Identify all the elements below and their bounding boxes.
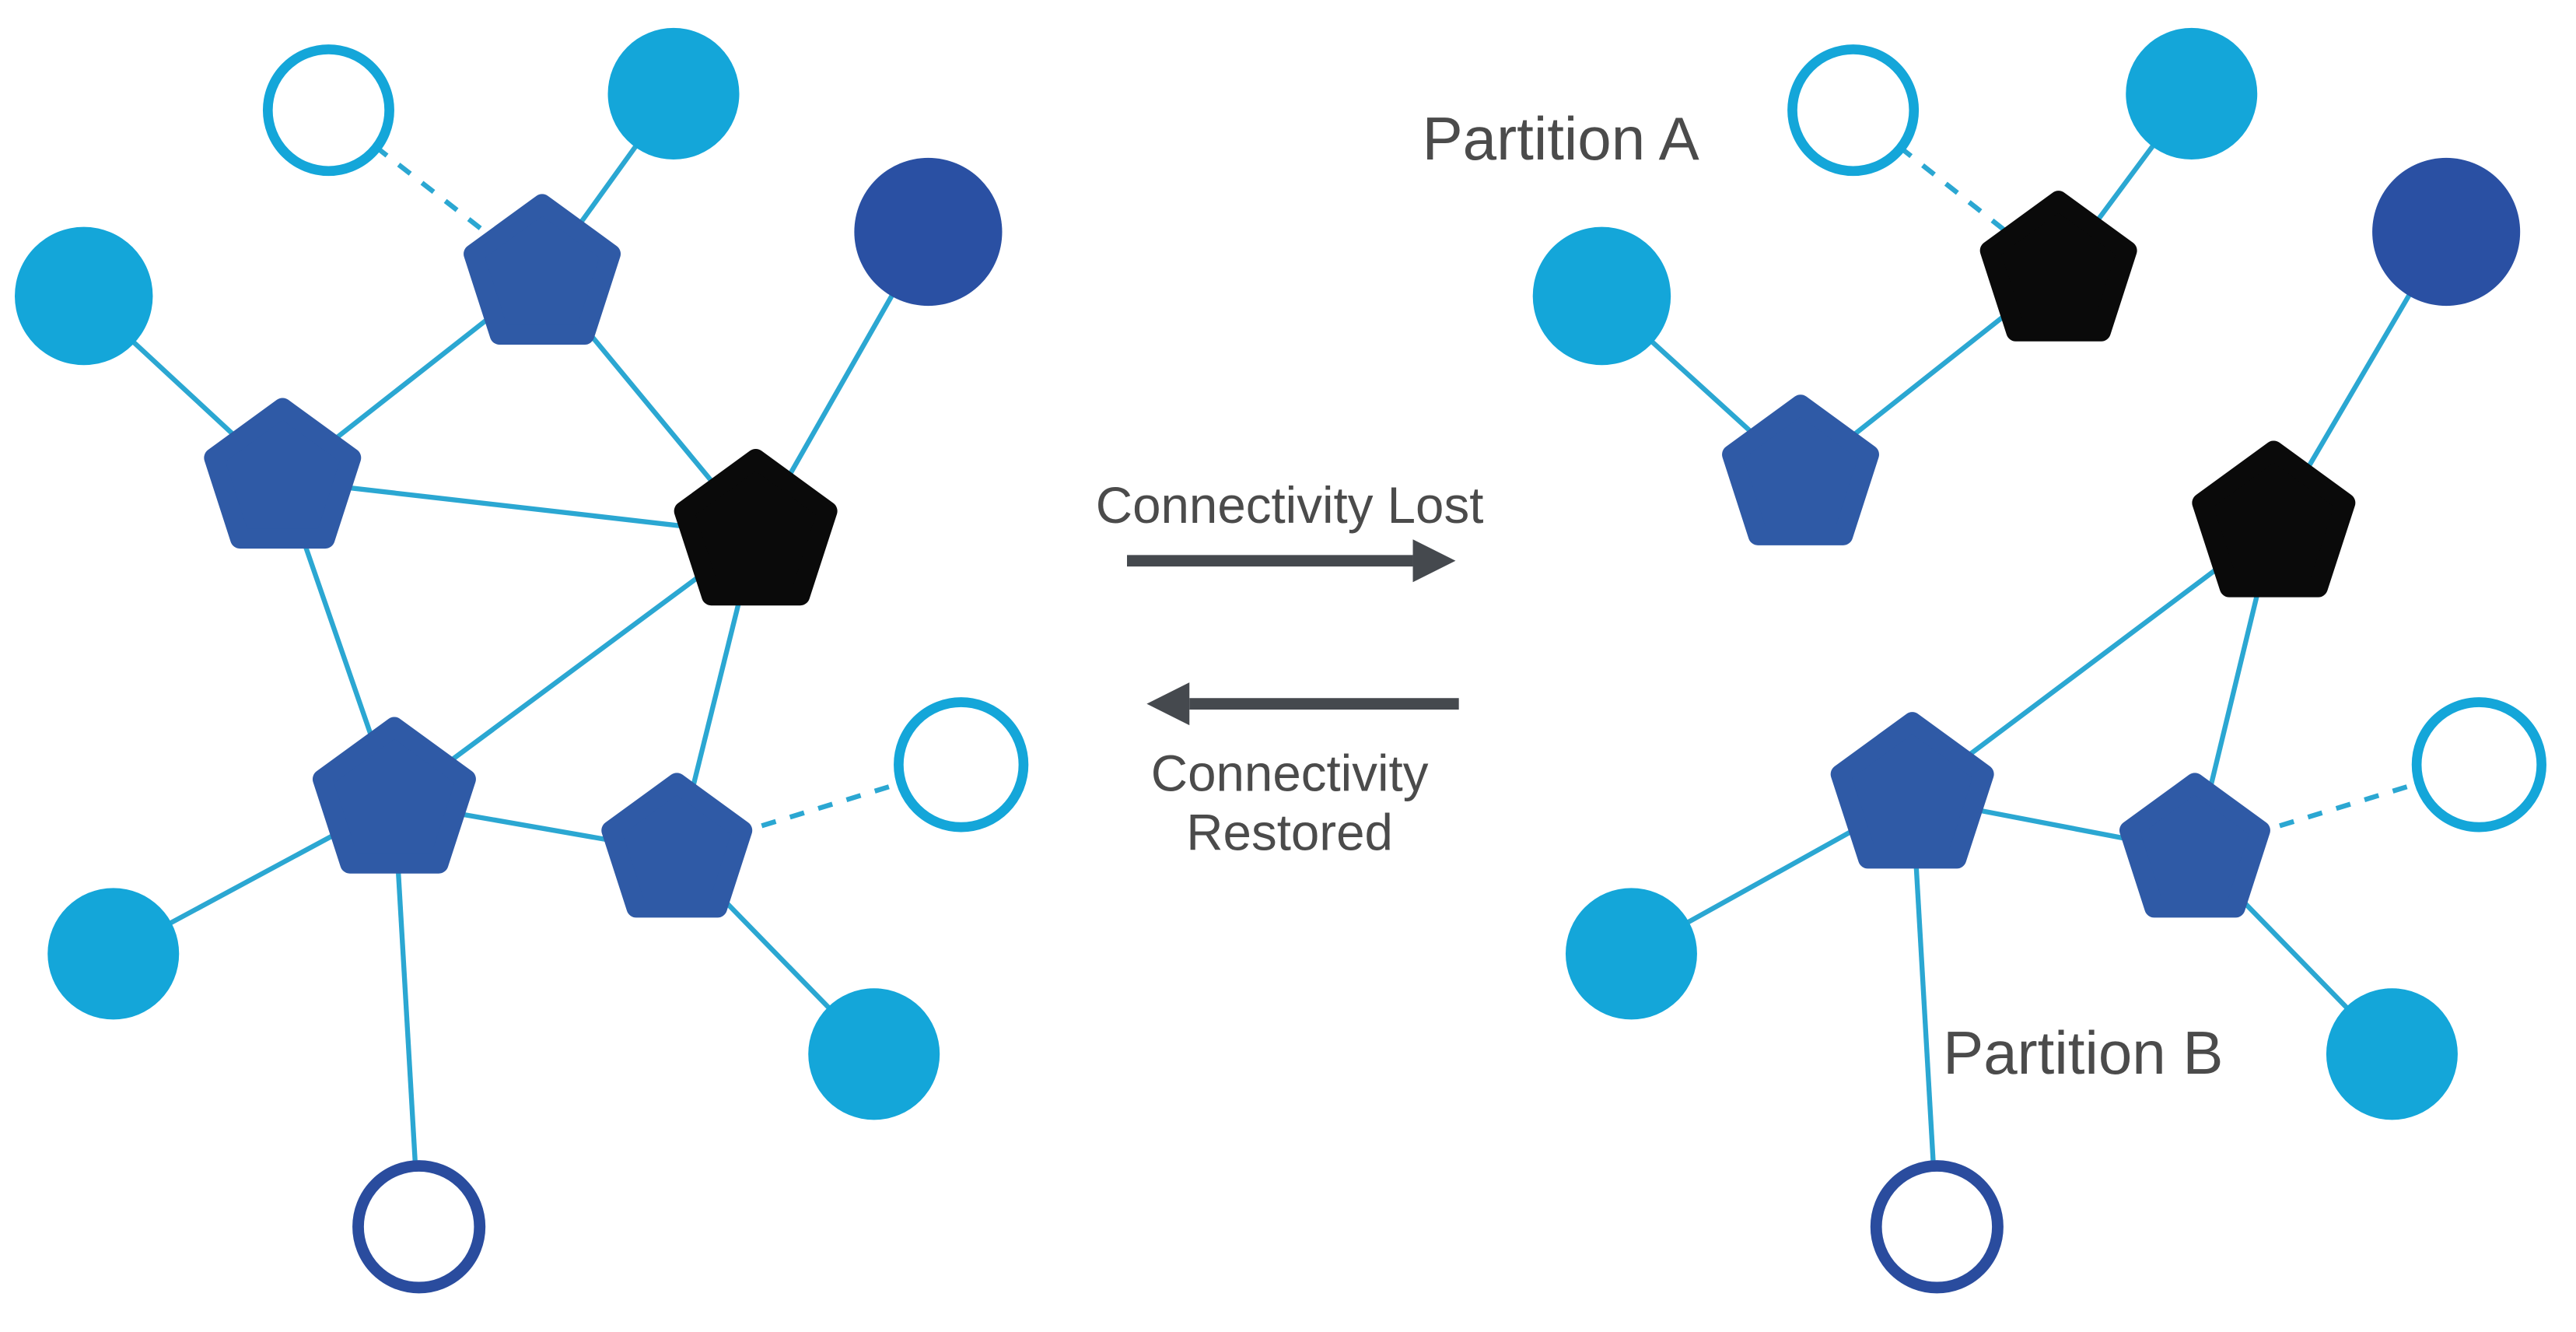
connectivity-restored-label-line1: Connectivity	[1151, 745, 1429, 802]
l-cyan-circle-bottom-left	[47, 888, 180, 1020]
r-pentagon-leader	[2192, 440, 2356, 598]
connectivity-lost-arrow-head	[1412, 539, 1456, 583]
r-hollow-cyan-circle-top	[1787, 44, 1920, 177]
connectivity-lost-label: Connectivity Lost	[1096, 477, 1484, 534]
r-cyan-circle-top	[2126, 27, 2258, 160]
connectivity-restored-arrow	[1146, 682, 1459, 726]
connectivity-restored-arrow-head	[1146, 682, 1190, 726]
r-hollow-navy-circle-bottom	[1870, 1160, 2004, 1294]
r-cyan-circle-bottom-right	[2326, 988, 2458, 1120]
partition-b-label: Partition B	[1943, 1018, 2223, 1087]
l-pentagon-bottom-right	[601, 773, 753, 918]
r-pentagon-bottom-right	[2119, 773, 2270, 918]
l-pentagon-top	[464, 194, 621, 345]
partitioned-network	[1532, 27, 2546, 1294]
l-cyan-circle-left	[15, 226, 153, 366]
r-pentagon-bottom-left	[1830, 712, 1994, 869]
r-pentagon-mid	[1722, 394, 1879, 545]
l-hollow-navy-circle-bottom	[352, 1160, 486, 1294]
l-navy-circle-top	[854, 157, 1003, 307]
edge-r-pentagon-leader--r-pentagon-bottom-left	[1910, 524, 2276, 800]
r-pentagon-top-new-leader	[1979, 191, 2137, 342]
r-cyan-circle-left	[1532, 226, 1671, 366]
partition-a-label: Partition A	[1423, 104, 1699, 173]
connectivity-restored-label-line2: Restored	[1186, 804, 1393, 861]
r-cyan-circle-bottom-left	[1565, 888, 1697, 1020]
edge-l-pentagon-leader--l-pentagon-bottom-left	[393, 532, 758, 804]
l-pentagon-mid	[204, 398, 362, 549]
connected-network	[15, 27, 1029, 1294]
l-cyan-circle-top	[607, 27, 740, 160]
l-hollow-cyan-circle-top	[262, 44, 394, 177]
connectivity-lost-arrow	[1126, 539, 1456, 583]
edge-r-pentagon-bottom-left--r-hollow-navy-circle-bottom	[1909, 797, 1940, 1227]
r-navy-circle-top	[2372, 157, 2521, 307]
r-hollow-cyan-circle-right	[2411, 697, 2546, 832]
edge-l-pentagon-mid--l-pentagon-leader	[282, 478, 756, 538]
l-pentagon-bottom-left	[312, 717, 476, 874]
l-pentagon-leader	[674, 449, 838, 606]
l-hollow-cyan-circle-right	[894, 697, 1029, 832]
l-cyan-circle-bottom-right	[808, 988, 940, 1120]
